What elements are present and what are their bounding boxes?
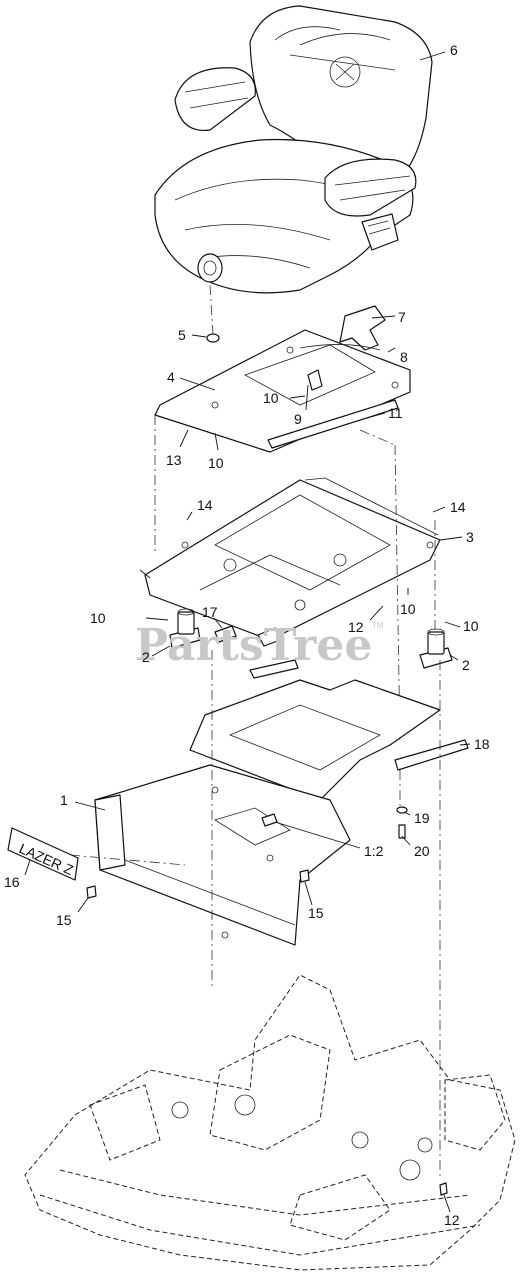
callout-10: 10: [90, 610, 106, 626]
callout-10: 10: [463, 618, 479, 634]
mounting-plate: [144, 429, 441, 741]
watermark-text: PartsTree: [135, 620, 372, 671]
callout-3: 3: [466, 529, 474, 545]
callout-6: 6: [450, 42, 458, 58]
callout-11: 11: [388, 405, 403, 421]
callout-12: 1:2: [364, 843, 384, 859]
callout-14: 14: [197, 497, 213, 513]
washer: [396, 806, 408, 814]
callout-1: 1: [60, 792, 68, 808]
callout-8: 8: [400, 349, 408, 365]
callout-20: 20: [414, 843, 430, 859]
seat-pan: [154, 329, 411, 555]
chassis-frame: [24, 650, 516, 1271]
bolt-15a: [86, 885, 97, 899]
callout-labels: 6 7 5 8 4 10 9 11 13 10 14 14 3 10 17 10…: [4, 42, 490, 1228]
callout-10: 10: [208, 455, 224, 471]
callout-16: 16: [4, 874, 20, 890]
callout-10: 10: [263, 390, 279, 406]
callout-2: 2: [142, 649, 150, 665]
cover-panel: [69, 764, 351, 946]
spacer: [206, 333, 220, 343]
callout-15: 15: [308, 905, 324, 921]
gasket-sheet: [189, 659, 469, 839]
isolator-mount-left: [169, 608, 201, 649]
callout-4: 4: [167, 369, 175, 385]
callout-10: 10: [400, 601, 416, 617]
leader-lines: [24, 51, 471, 1213]
seat-assembly: [154, 5, 433, 294]
bolt-15b: [299, 869, 310, 883]
callout-17: 17: [202, 604, 218, 620]
isolator-mount-right: [419, 628, 453, 669]
callout-12: 12: [444, 1212, 460, 1228]
callout-7: 7: [398, 309, 406, 325]
watermark-tm: TM: [372, 621, 384, 630]
callout-18: 18: [474, 736, 490, 752]
callout-9: 9: [294, 411, 302, 427]
callout-14: 14: [450, 499, 466, 515]
watermark: PartsTree TM: [135, 620, 384, 671]
callout-19: 19: [414, 810, 430, 826]
lazer-z-decal: LAZER Z: [7, 827, 79, 881]
callout-12: 12: [348, 619, 364, 635]
callout-5: 5: [178, 327, 186, 343]
callout-2: 2: [462, 657, 470, 673]
callout-13: 13: [166, 452, 182, 468]
seat-bracket: [206, 284, 386, 351]
switch-17: [214, 625, 281, 647]
callout-15: 15: [56, 912, 72, 928]
